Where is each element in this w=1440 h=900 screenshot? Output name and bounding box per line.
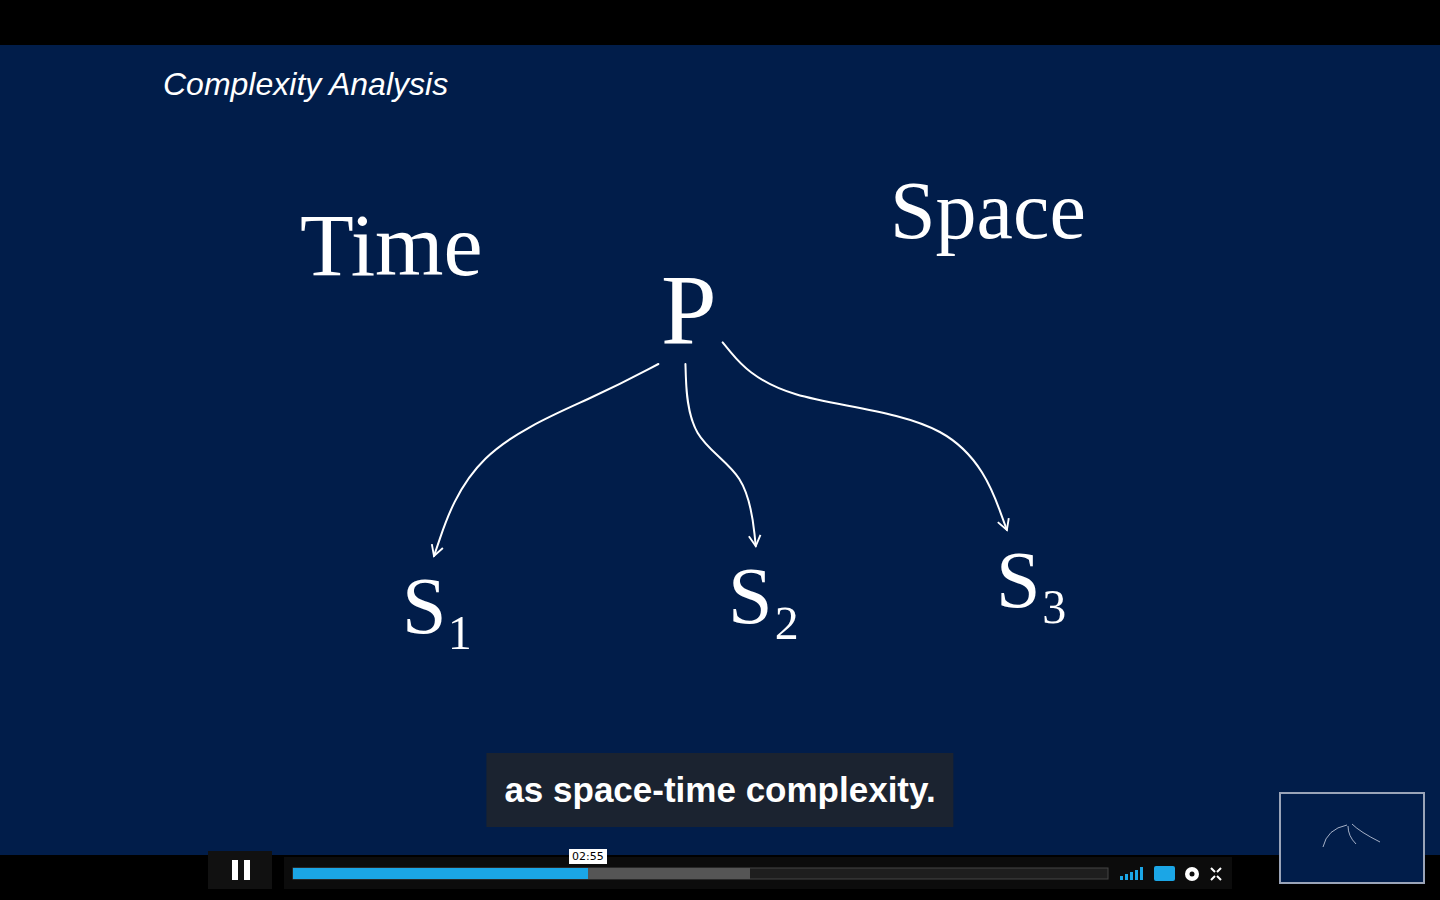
settings-icon	[1185, 867, 1199, 881]
handwritten-label: Space	[890, 170, 1086, 252]
curved-arrow	[685, 364, 755, 546]
node-text: S₃	[996, 540, 1068, 620]
node-text: S₁	[402, 566, 474, 646]
letter-node: S₂	[722, 552, 806, 640]
handwritten-label: Time	[300, 202, 483, 290]
player-controls	[208, 851, 1232, 889]
pause-button	[208, 851, 272, 889]
cc-icon	[1154, 866, 1175, 881]
played-bar	[293, 868, 588, 879]
letter-node: S₁	[396, 562, 480, 650]
timestamp-tooltip: 02:55	[569, 849, 607, 864]
curved-arrow	[434, 364, 658, 556]
quality-icon	[1120, 867, 1143, 880]
pause-bar	[232, 860, 238, 880]
curved-arrow	[723, 342, 1007, 530]
buffered-bar	[293, 868, 750, 879]
preview-thumbnail	[1280, 793, 1424, 883]
control-bar	[284, 857, 1232, 889]
slide-background	[0, 45, 1440, 855]
slide-title: Complexity Analysis	[163, 66, 448, 103]
node-text: S₂	[728, 556, 800, 636]
letter-node: S₃	[990, 536, 1074, 624]
pause-bar	[244, 860, 250, 880]
node-text: P	[661, 260, 717, 360]
letter-node: P	[655, 256, 723, 364]
progress-track	[293, 868, 1108, 879]
fullscreen-icon	[1211, 868, 1221, 880]
subtitle-caption: as space-time complexity.	[486, 753, 953, 827]
